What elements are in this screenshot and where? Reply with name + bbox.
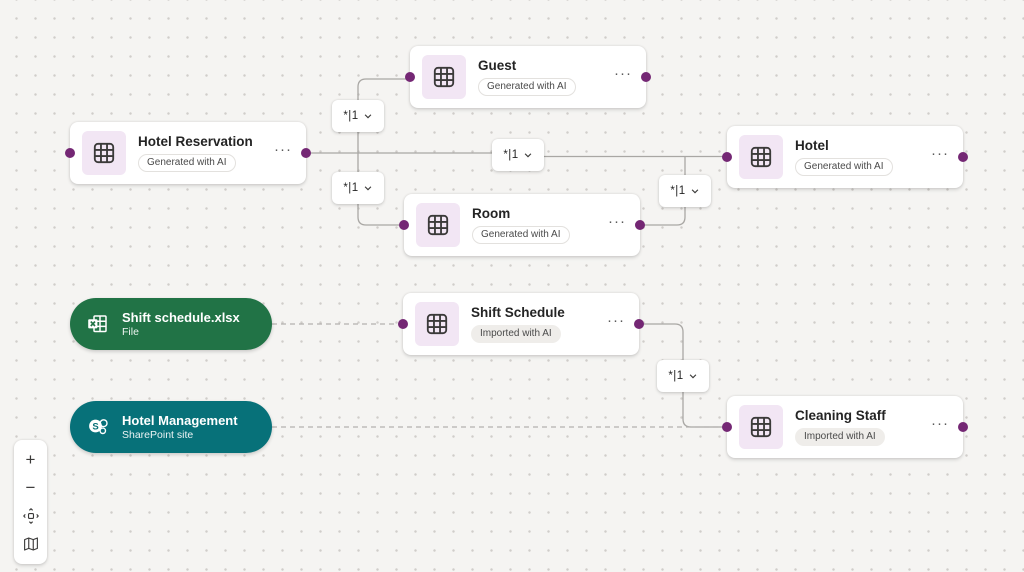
svg-text:S: S xyxy=(92,422,98,433)
entity-card-room[interactable]: Room Generated with AI ··· xyxy=(404,194,640,256)
zoom-in-button[interactable]: + xyxy=(14,446,47,474)
ai-badge: Generated with AI xyxy=(478,78,576,96)
connection-point[interactable] xyxy=(722,152,732,162)
minimap-button[interactable] xyxy=(14,530,47,558)
relationship-chip-reservation-hotel[interactable]: *|1 xyxy=(492,139,544,171)
connection-point[interactable] xyxy=(65,148,75,158)
connection-point[interactable] xyxy=(301,148,311,158)
connection-point[interactable] xyxy=(635,220,645,230)
table-icon-tile xyxy=(422,55,466,99)
cardinality-label: *|1 xyxy=(670,185,686,197)
chevron-down-icon xyxy=(689,374,697,379)
relationship-chip-room-hotel[interactable]: *|1 xyxy=(659,175,711,207)
entity-title: Guest xyxy=(478,58,517,73)
entity-card-hotel[interactable]: Hotel Generated with AI ··· xyxy=(727,126,963,188)
table-icon xyxy=(433,66,455,88)
entity-card-cleaning-staff[interactable]: Cleaning Staff Imported with AI ··· xyxy=(727,396,963,458)
table-icon-tile xyxy=(415,302,459,346)
source-card-excel-file[interactable]: Shift schedule.xlsx File xyxy=(70,298,272,350)
sharepoint-icon: S xyxy=(89,419,108,435)
canvas-toolbar: + − xyxy=(14,440,47,564)
connection-point[interactable] xyxy=(398,319,408,329)
chevron-down-icon xyxy=(524,153,532,158)
more-button[interactable]: ··· xyxy=(272,142,294,163)
more-button[interactable]: ··· xyxy=(605,313,627,334)
table-icon xyxy=(750,146,772,168)
table-icon xyxy=(93,142,115,164)
more-button[interactable]: ··· xyxy=(929,416,951,437)
entity-title: Hotel Reservation xyxy=(138,134,253,149)
fit-view-icon xyxy=(22,508,39,524)
ai-badge: Imported with AI xyxy=(795,428,885,446)
ai-badge: Generated with AI xyxy=(138,154,236,172)
entity-card-hotel-reservation[interactable]: Hotel Reservation Generated with AI ··· xyxy=(70,122,306,184)
fit-view-button[interactable] xyxy=(14,502,47,530)
zoom-out-button[interactable]: − xyxy=(14,474,47,502)
ai-badge: Imported with AI xyxy=(471,325,561,343)
chevron-down-icon xyxy=(364,114,372,119)
connection-point[interactable] xyxy=(634,319,644,329)
cardinality-label: *|1 xyxy=(668,370,684,382)
more-button[interactable]: ··· xyxy=(606,214,628,235)
relationship-chip-reservation-guest[interactable]: *|1 xyxy=(332,100,384,132)
entity-title: Shift Schedule xyxy=(471,305,565,320)
map-icon xyxy=(23,537,38,551)
connection-point[interactable] xyxy=(958,422,968,432)
source-title: Hotel Management xyxy=(122,412,238,428)
ai-badge: Generated with AI xyxy=(795,158,893,176)
table-icon-tile xyxy=(739,135,783,179)
entity-title: Room xyxy=(472,206,511,221)
chevron-down-icon xyxy=(364,186,372,191)
table-icon-tile xyxy=(82,131,126,175)
relationship-chip-reservation-room[interactable]: *|1 xyxy=(332,172,384,204)
ai-badge: Generated with AI xyxy=(472,226,570,244)
cardinality-label: *|1 xyxy=(503,149,519,161)
table-icon-tile xyxy=(416,203,460,247)
excel-icon xyxy=(88,315,107,333)
source-title: Shift schedule.xlsx xyxy=(122,309,240,325)
entity-card-shift-schedule[interactable]: Shift Schedule Imported with AI ··· xyxy=(403,293,639,355)
connection-point[interactable] xyxy=(641,72,651,82)
cardinality-label: *|1 xyxy=(343,110,359,122)
source-subtitle: SharePoint site xyxy=(122,428,194,441)
source-card-sharepoint-site[interactable]: S Hotel Management SharePoint site xyxy=(70,401,272,453)
more-button[interactable]: ··· xyxy=(929,146,951,167)
entity-title: Cleaning Staff xyxy=(795,408,886,423)
chevron-down-icon xyxy=(691,189,699,194)
more-button[interactable]: ··· xyxy=(612,66,634,87)
cardinality-label: *|1 xyxy=(343,182,359,194)
source-subtitle: File xyxy=(122,325,139,338)
relationship-chip-shift-cleaning[interactable]: *|1 xyxy=(657,360,709,392)
connection-point[interactable] xyxy=(405,72,415,82)
connection-point[interactable] xyxy=(399,220,409,230)
entity-title: Hotel xyxy=(795,138,829,153)
table-icon-tile xyxy=(739,405,783,449)
table-icon xyxy=(426,313,448,335)
connection-point[interactable] xyxy=(722,422,732,432)
connection-point[interactable] xyxy=(958,152,968,162)
entity-card-guest[interactable]: Guest Generated with AI ··· xyxy=(410,46,646,108)
table-icon xyxy=(427,214,449,236)
table-icon xyxy=(750,416,772,438)
